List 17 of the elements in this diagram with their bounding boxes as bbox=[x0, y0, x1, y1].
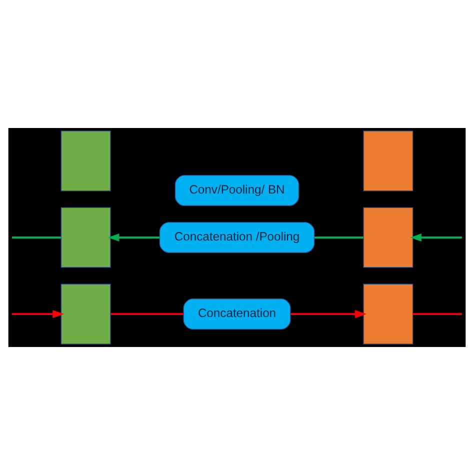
node-box: Concatenation /Pooling bbox=[159, 221, 315, 253]
arrow bbox=[108, 233, 160, 241]
node-box bbox=[363, 206, 414, 268]
connector bbox=[314, 236, 364, 238]
connector bbox=[412, 312, 462, 314]
node-box bbox=[60, 130, 111, 191]
node-box: Concatenation bbox=[183, 298, 291, 330]
node-box bbox=[363, 283, 414, 344]
arrow bbox=[410, 233, 462, 241]
connector bbox=[12, 236, 62, 238]
node-box bbox=[60, 206, 111, 268]
node-box: Conv/Pooling/ BN bbox=[174, 174, 300, 206]
connector bbox=[110, 312, 184, 314]
node-box bbox=[60, 283, 111, 344]
node-box bbox=[363, 130, 414, 191]
arrow bbox=[290, 310, 366, 318]
arrow bbox=[12, 310, 64, 318]
